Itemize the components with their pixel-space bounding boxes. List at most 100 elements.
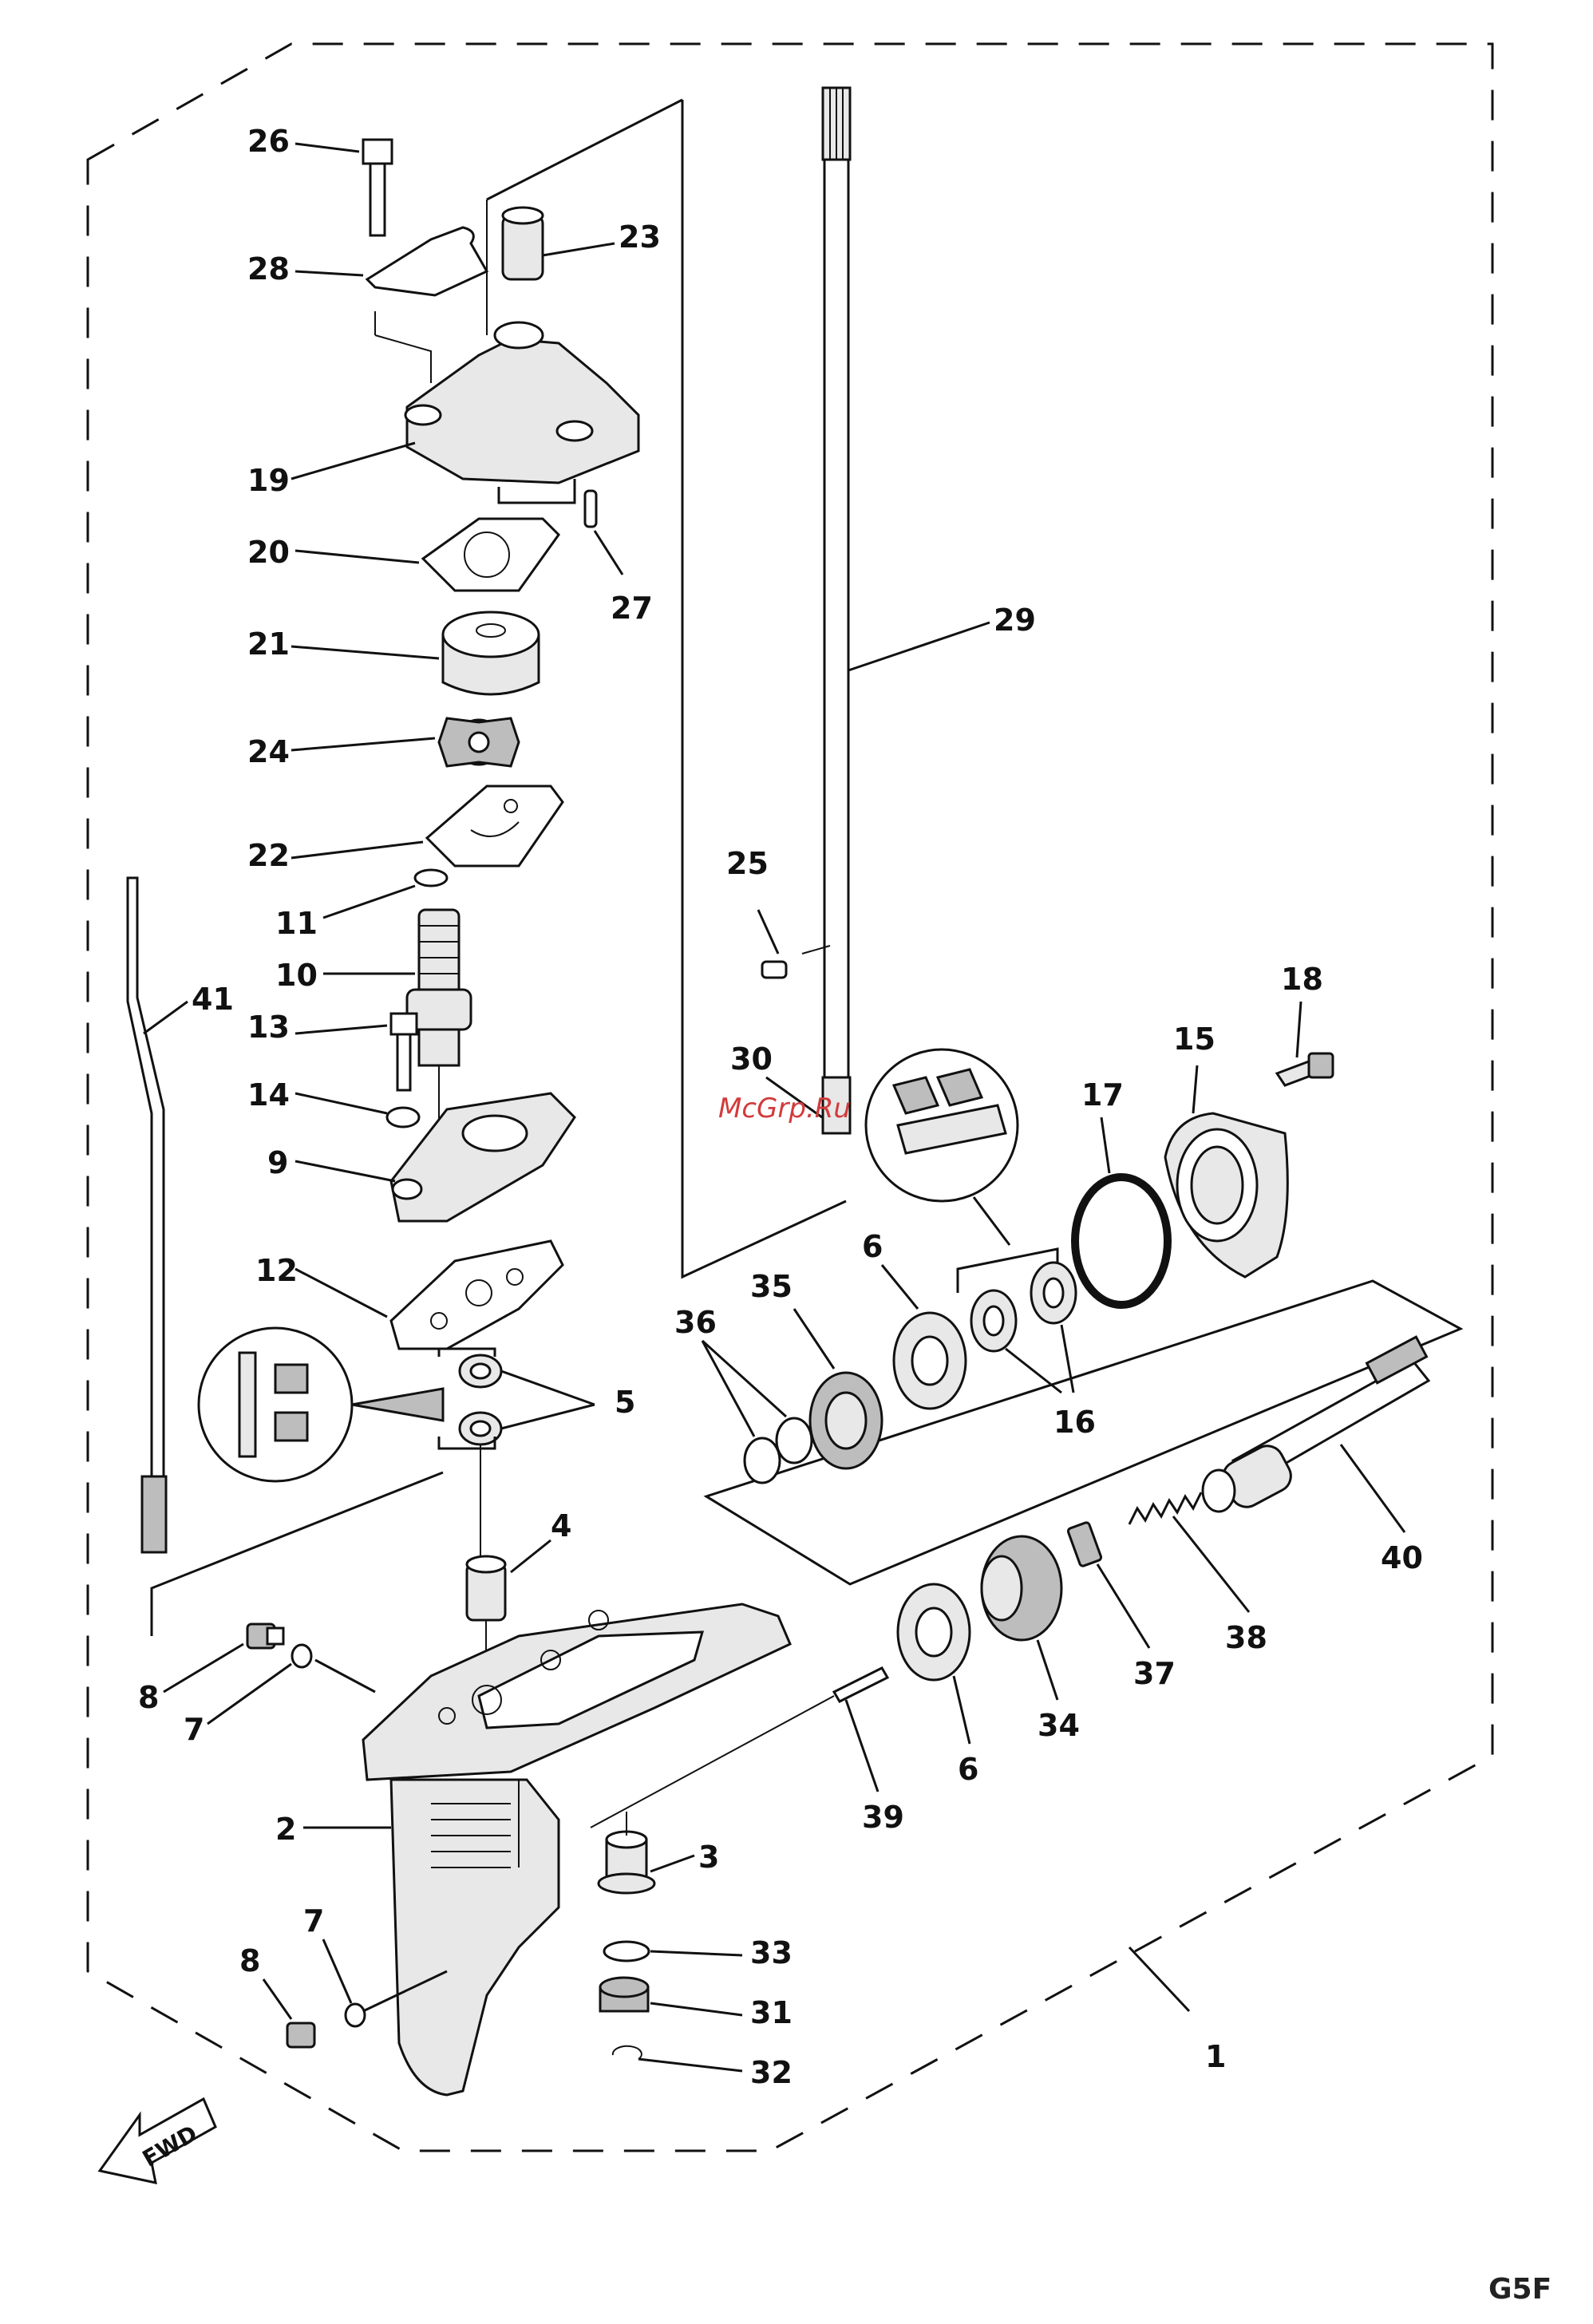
leader-25 <box>758 910 778 954</box>
leader-17 <box>1101 1117 1109 1173</box>
label-part-24: 24 <box>247 734 290 769</box>
pin-27-shape <box>585 491 596 527</box>
screw-8-upper-shape <box>247 1624 283 1648</box>
label-part-4: 4 <box>551 1508 571 1543</box>
leader-28 <box>295 271 363 275</box>
label-part-30: 30 <box>730 1041 773 1077</box>
watermark: McGrp.Ru <box>718 1093 851 1124</box>
label-part-28: 28 <box>247 251 290 287</box>
label-part-25: 25 <box>726 846 769 881</box>
bearing-detail-inset-left <box>199 1328 443 1481</box>
bearing-6-upper-shape <box>894 1313 966 1409</box>
bolt-13-shape <box>391 1014 417 1090</box>
plate-28-shape <box>367 227 487 295</box>
leader-37 <box>1097 1564 1149 1648</box>
leader-18 <box>1297 1002 1301 1057</box>
leader-4 <box>511 1540 551 1572</box>
label-part-41: 41 <box>192 982 234 1017</box>
spring-38-shape <box>1129 1492 1201 1524</box>
insert-cartridge-21-shape <box>443 612 539 694</box>
leader-20 <box>295 551 419 563</box>
label-part-34: 34 <box>1038 1708 1080 1743</box>
leader-23 <box>543 243 615 255</box>
leader-27 <box>595 531 623 575</box>
label-part-13: 13 <box>247 1010 290 1045</box>
fitting-23-shape <box>503 208 543 279</box>
washer-33-shape <box>604 1942 649 1961</box>
leader-36b <box>702 1341 786 1417</box>
leader-6b <box>954 1676 970 1744</box>
leader-8b <box>263 1979 291 2019</box>
label-part-7-lower: 7 <box>303 1903 324 1939</box>
drive-shaft <box>823 88 850 1133</box>
label-part-29: 29 <box>994 603 1036 638</box>
bearing-6-lower-shape <box>898 1584 970 1680</box>
leader-34 <box>1038 1640 1057 1700</box>
bearings-16-shape <box>958 1249 1076 1351</box>
label-part-8-lower: 8 <box>239 1943 260 1978</box>
label-part-40: 40 <box>1381 1540 1423 1575</box>
leader-26 <box>295 144 359 152</box>
leader-5b <box>501 1405 595 1429</box>
leader-1 <box>1129 1947 1189 2011</box>
bearings-5-shape <box>439 1349 501 1564</box>
bearing-detail-inset-right <box>866 1049 1018 1245</box>
leader-29 <box>848 622 990 670</box>
label-part-37: 37 <box>1133 1656 1176 1691</box>
seal-11-shape <box>415 870 447 886</box>
washer-7-upper-shape <box>292 1645 311 1667</box>
label-part-26: 26 <box>247 124 290 159</box>
leader-7b <box>323 1939 351 2003</box>
housing-group-outline <box>152 1472 443 1636</box>
pin-25-shape <box>762 962 786 978</box>
leader-35 <box>794 1309 834 1369</box>
leader-3 <box>650 1856 694 1871</box>
leader-9 <box>295 1161 395 1181</box>
label-part-18: 18 <box>1281 962 1323 997</box>
label-part-21: 21 <box>247 626 290 662</box>
label-part-5: 5 <box>615 1385 635 1420</box>
label-part-15: 15 <box>1173 1022 1216 1057</box>
washer-7-lower-shape <box>346 2004 365 2026</box>
label-part-33: 33 <box>750 1935 793 1970</box>
label-part-1: 1 <box>1205 2039 1226 2074</box>
diagram-code: G5F <box>1488 2273 1551 2306</box>
gasket-12-shape <box>391 1241 563 1349</box>
label-part-11: 11 <box>275 906 318 941</box>
leader-22 <box>291 842 423 858</box>
label-part-14: 14 <box>247 1077 290 1113</box>
bolt-18-shape <box>1277 1053 1333 1085</box>
label-part-22: 22 <box>247 838 290 873</box>
leader-24 <box>291 738 435 750</box>
leader-11 <box>323 886 415 918</box>
label-part-31: 31 <box>750 1995 793 2030</box>
gear-34-shape <box>982 1536 1061 1640</box>
leader-38 <box>1173 1516 1249 1612</box>
leader-41 <box>144 1002 188 1034</box>
bushing-3-shape <box>599 1812 654 1893</box>
label-part-10: 10 <box>275 958 318 993</box>
leader-8a <box>164 1644 243 1692</box>
leader-15 <box>1193 1065 1197 1113</box>
leader-13 <box>295 1026 387 1034</box>
pump-base-9-shape <box>391 1093 575 1221</box>
washer-14-shape <box>387 1108 419 1127</box>
leader-16b <box>1061 1325 1073 1393</box>
label-part-39: 39 <box>862 1800 904 1835</box>
label-part-36: 36 <box>674 1305 717 1340</box>
pump-group-leader <box>487 100 682 200</box>
propeller-shaft-40-shape <box>1203 1337 1429 1512</box>
leader-31 <box>650 2003 742 2015</box>
leader-6a <box>882 1265 918 1309</box>
bearing-housing-15-shape <box>1165 1113 1287 1277</box>
leader-12 <box>295 1269 387 1317</box>
label-part-27: 27 <box>611 591 653 626</box>
leader-40 <box>1341 1445 1405 1532</box>
leader-19 <box>291 443 415 479</box>
label-part-2: 2 <box>275 1812 296 1847</box>
leader-16a <box>1006 1349 1061 1393</box>
label-part-32: 32 <box>750 2055 793 2090</box>
label-part-17: 17 <box>1081 1077 1124 1113</box>
label-part-3: 3 <box>698 1840 719 1875</box>
